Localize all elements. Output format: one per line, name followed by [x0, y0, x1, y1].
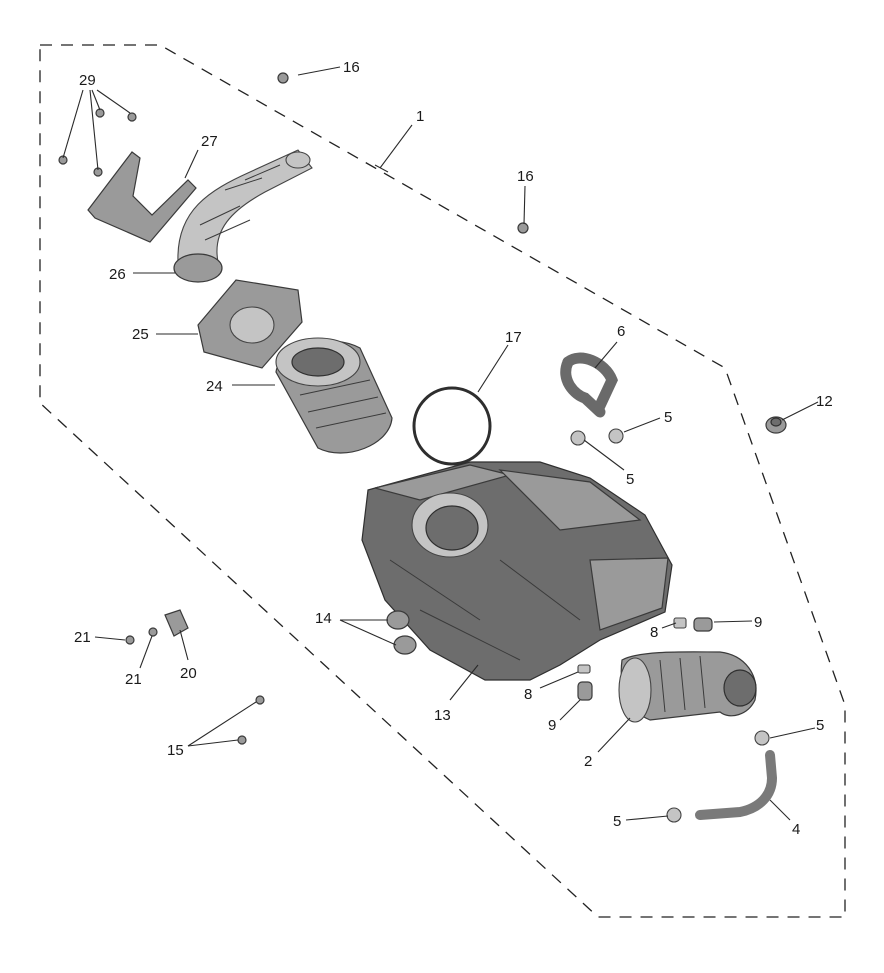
- bolt-16-mid: [517, 222, 529, 234]
- tube-4: [695, 750, 778, 820]
- callout-5-b: 5: [626, 471, 634, 488]
- cap-9-upper: [693, 617, 713, 632]
- callout-16-a: 16: [343, 59, 360, 76]
- clamp-5-upper-b: [608, 428, 624, 444]
- callout-8-b: 8: [524, 686, 532, 703]
- callout-13: 13: [434, 707, 451, 724]
- callout-20: 20: [180, 665, 197, 682]
- clamp-5-lower-left: [666, 807, 682, 823]
- clamp-5-lower-right: [754, 730, 770, 746]
- grommet-14-a: [386, 610, 410, 630]
- callout-26: 26: [109, 266, 126, 283]
- callout-2: 2: [584, 753, 592, 770]
- cap-9-lower: [577, 681, 593, 701]
- callout-8-a: 8: [650, 624, 658, 641]
- plug-12: [765, 416, 787, 434]
- callout-24: 24: [206, 378, 223, 395]
- bolt-15-b: [237, 735, 247, 745]
- callout-5-d: 5: [613, 813, 621, 830]
- callout-21-b: 21: [125, 671, 142, 688]
- hose-6: [560, 356, 606, 418]
- callout-29: 29: [79, 72, 96, 89]
- callout-27: 27: [201, 133, 218, 150]
- callout-17: 17: [505, 329, 522, 346]
- bolt-15-a: [255, 695, 265, 705]
- o-ring-17: [412, 386, 492, 466]
- callout-14: 14: [315, 610, 332, 627]
- screw-21-b: [148, 627, 158, 637]
- grommet-14-b: [393, 635, 417, 655]
- bracket-27: [87, 151, 197, 243]
- clip-8-upper: [673, 617, 687, 629]
- outlet-boot-2: [618, 651, 757, 723]
- callout-25: 25: [132, 326, 149, 343]
- callout-12: 12: [816, 393, 833, 410]
- callout-9-b: 9: [548, 717, 556, 734]
- callout-1: 1: [416, 108, 424, 125]
- callout-5-c: 5: [816, 717, 824, 734]
- callout-16-b: 16: [517, 168, 534, 185]
- callout-labels: 1 2 4 5 5 5 5 6 8 8 9 9 12 13 14 15 16 1…: [74, 59, 833, 838]
- leader-lines: [62, 66, 819, 821]
- bolt-16-top: [277, 72, 289, 84]
- callout-21-a: 21: [74, 629, 91, 646]
- callout-15: 15: [167, 742, 184, 759]
- flange-25: [197, 279, 303, 369]
- filter-element-24: [275, 337, 393, 454]
- callout-6: 6: [617, 323, 625, 340]
- callout-4: 4: [792, 821, 800, 838]
- clamp-5-upper-a: [570, 430, 586, 446]
- nut-plate-20: [164, 609, 189, 637]
- intake-duct-26: [173, 149, 313, 283]
- airbox-housing-13: [361, 461, 673, 681]
- callout-9-a: 9: [754, 614, 762, 631]
- screw-21-a: [125, 635, 135, 645]
- clip-8-lower: [577, 664, 591, 674]
- callout-5-a: 5: [664, 409, 672, 426]
